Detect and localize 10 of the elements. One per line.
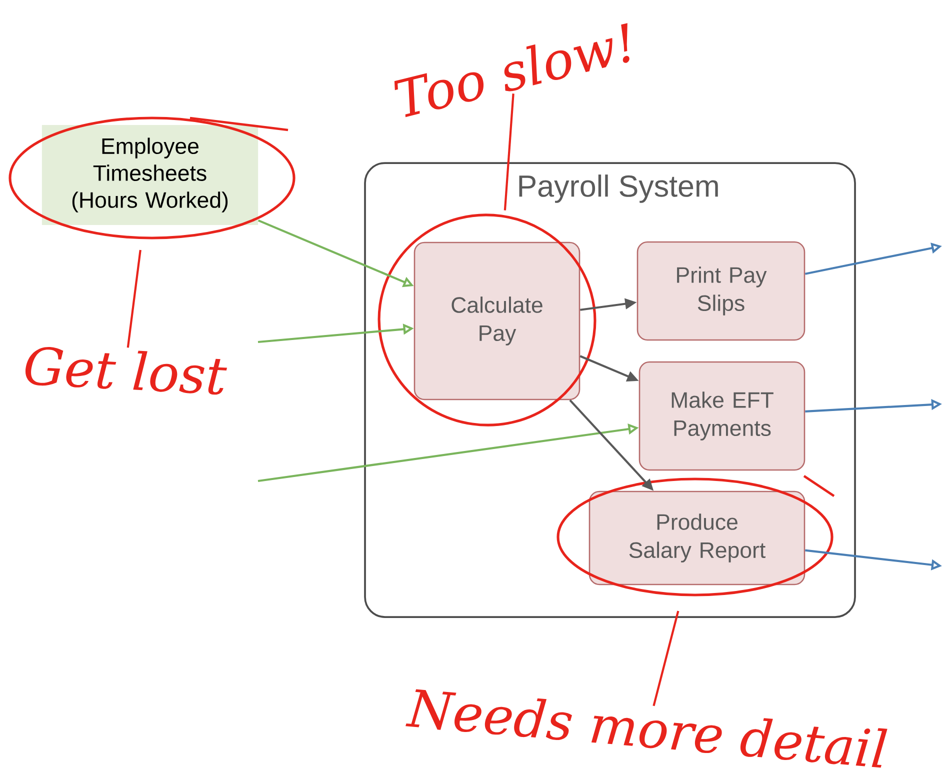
handwritten-note: Get lost	[25, 346, 228, 395]
data-box: Employee Timesheets (Hours Worked)	[42, 125, 258, 225]
handwritten-note: Too slow!	[394, 23, 630, 118]
process-box: Make EFT Payments	[638, 361, 806, 471]
process-box: Produce Salary Report	[588, 490, 806, 586]
leader-line	[504, 94, 514, 210]
process-box: Calculate Pay	[414, 242, 580, 400]
handwritten-note: Needs more detail	[406, 689, 888, 768]
leader-line	[652, 610, 680, 706]
process-box: Print Pay Slips	[636, 241, 806, 341]
